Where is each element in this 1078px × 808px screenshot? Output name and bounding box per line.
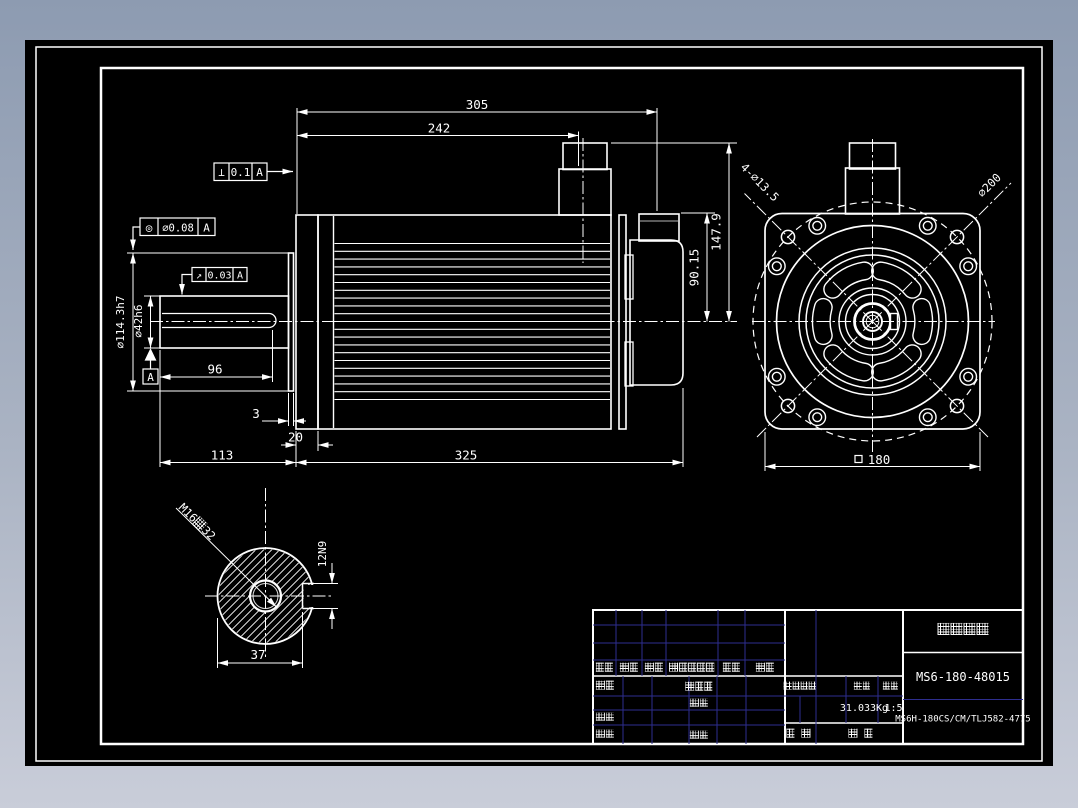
dim-242: 242: [428, 121, 451, 136]
perp-value: 0.1: [231, 166, 251, 179]
runout-value: 0.03: [207, 271, 231, 282]
perp-symbol: ⊥: [218, 166, 225, 179]
runout-datum: A: [237, 271, 243, 282]
tb-header-sign: [722, 662, 741, 674]
sheet: [25, 40, 1053, 766]
company-name: [937, 622, 990, 637]
tb-process: [596, 729, 614, 740]
conc-value: ⌀0.08: [162, 223, 194, 235]
tb-total: [786, 728, 795, 740]
front-view: [744, 139, 1012, 452]
dim-96: 96: [207, 362, 222, 377]
tb-stage: [784, 681, 817, 691]
datum-a: A: [147, 371, 154, 384]
side-dimensions: [127, 108, 737, 467]
dim-305: 305: [466, 97, 489, 112]
tb-header-zone: [645, 662, 663, 674]
dim-20: 20: [288, 430, 303, 445]
tb-approve: [690, 730, 708, 741]
dim-90-15: 90.15: [687, 249, 702, 287]
tb-scale-label: [882, 681, 899, 691]
dim-square-180: 180: [868, 452, 891, 467]
tb-review: [596, 712, 614, 723]
model-number: MS6H-180CS/CM/TLJ582-4775: [895, 714, 1031, 724]
tb-weight-label: [854, 681, 870, 691]
dim-37: 37: [250, 647, 265, 662]
drawing-number: MS6-180-48015: [916, 670, 1010, 684]
tb-no: [848, 728, 858, 740]
conc-datum: A: [203, 222, 210, 235]
dim-147-9: 147.9: [709, 213, 724, 251]
dim-3: 3: [252, 406, 260, 421]
tb-scale: 1:5: [884, 702, 903, 714]
side-view: [150, 138, 737, 430]
dim-42: ⌀42h6: [132, 304, 145, 337]
tb-header-mark: [595, 662, 614, 674]
dim-114-3: ⌀114.3h7: [114, 296, 127, 349]
perp-datum: A: [256, 166, 263, 179]
tb-sheet: [864, 728, 873, 740]
title-block: [592, 609, 1024, 745]
dim-325: 325: [455, 448, 478, 463]
dim-key: 12N9: [316, 541, 329, 568]
tolerance-frames: [130, 162, 293, 385]
tb-check: [690, 698, 708, 709]
dim-113: 113: [211, 448, 234, 463]
tb-design: [596, 680, 614, 692]
tb-weight: 31.033Kg: [839, 702, 889, 714]
front-dimensions: [764, 432, 981, 471]
runout-symbol: ↗: [196, 271, 202, 282]
tb-standardize: [685, 681, 713, 693]
tb-sheets: [801, 728, 811, 740]
outer-frame: [35, 46, 1043, 762]
tb-header-count: [620, 662, 638, 674]
inner-frame: [99, 66, 1025, 746]
tb-header-docno: [669, 662, 715, 674]
conc-symbol: ◎: [146, 222, 153, 235]
tb-header-date: [756, 662, 774, 674]
